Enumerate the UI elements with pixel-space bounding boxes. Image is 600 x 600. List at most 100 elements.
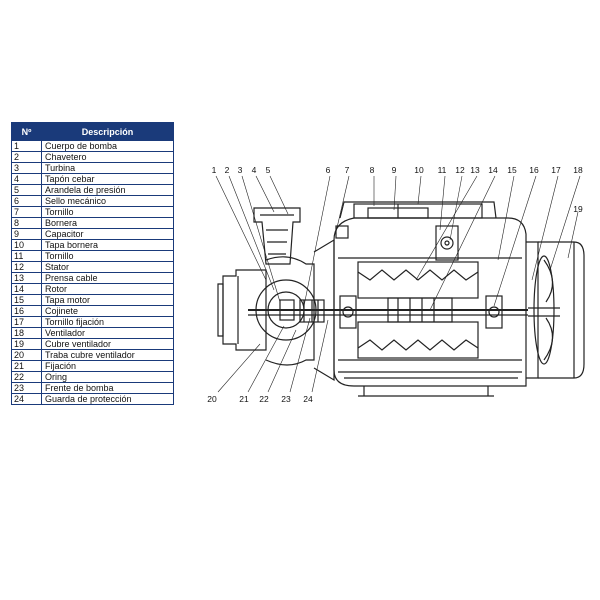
part-number: 20 bbox=[11, 349, 42, 361]
part-number: 19 bbox=[11, 338, 42, 350]
part-number: 18 bbox=[11, 327, 42, 339]
part-description: Fijación bbox=[41, 360, 174, 372]
callout-number: 11 bbox=[438, 165, 447, 175]
bearings-drawing bbox=[339, 295, 503, 329]
part-number: 22 bbox=[11, 371, 42, 383]
fan-drawing bbox=[528, 241, 585, 379]
base-drawing bbox=[358, 386, 494, 397]
callout-number: 10 bbox=[414, 165, 424, 175]
side-callout: 19 bbox=[573, 204, 583, 214]
table-header-row: Nº Descripción bbox=[11, 122, 174, 141]
part-description: Oring bbox=[41, 371, 174, 383]
callout-number: 15 bbox=[507, 165, 517, 175]
part-number: 5 bbox=[11, 184, 42, 196]
pump-drawing bbox=[215, 175, 585, 397]
part-number: 4 bbox=[11, 173, 42, 185]
part-description: Cojinete bbox=[41, 305, 174, 317]
part-number: 10 bbox=[11, 239, 42, 251]
callout-number: 8 bbox=[370, 165, 375, 175]
part-description: Rotor bbox=[41, 283, 174, 295]
part-description: Frente de bomba bbox=[41, 382, 174, 394]
part-description: Sello mecánico bbox=[41, 195, 174, 207]
part-description: Cuerpo de bomba bbox=[41, 140, 174, 152]
callout-number: 24 bbox=[303, 394, 313, 404]
part-description: Turbina bbox=[41, 162, 174, 174]
part-number: 3 bbox=[11, 162, 42, 174]
part-number: 8 bbox=[11, 217, 42, 229]
part-description: Prensa cable bbox=[41, 272, 174, 284]
callout-number: 6 bbox=[326, 165, 331, 175]
header-description: Descripción bbox=[41, 122, 174, 141]
callout-number: 5 bbox=[266, 165, 271, 175]
part-number: 24 bbox=[11, 393, 42, 405]
part-description: Stator bbox=[41, 261, 174, 273]
part-number: 6 bbox=[11, 195, 42, 207]
part-number: 23 bbox=[11, 382, 42, 394]
callout-number: 17 bbox=[551, 165, 561, 175]
part-number: 1 bbox=[11, 140, 42, 152]
callout-number: 21 bbox=[239, 394, 249, 404]
part-number: 15 bbox=[11, 294, 42, 306]
part-description: Cubre ventilador bbox=[41, 338, 174, 350]
stator-rotor-drawing bbox=[357, 261, 479, 359]
part-description: Tornillo bbox=[41, 250, 174, 262]
callout-number: 20 bbox=[207, 394, 217, 404]
part-description: Ventilador bbox=[41, 327, 174, 339]
callout-number: 14 bbox=[488, 165, 498, 175]
motor-housing-drawing bbox=[333, 217, 527, 387]
bottom-callouts: 20 21 22 23 24 bbox=[207, 394, 313, 404]
callout-number: 18 bbox=[573, 165, 583, 175]
callout-number: 4 bbox=[252, 165, 257, 175]
part-number: 14 bbox=[11, 283, 42, 295]
part-description: Tornillo bbox=[41, 206, 174, 218]
part-number: 12 bbox=[11, 261, 42, 273]
callout-number: 16 bbox=[529, 165, 539, 175]
callout-number: 22 bbox=[259, 394, 269, 404]
part-description: Tapa motor bbox=[41, 294, 174, 306]
part-description: Tapón cebar bbox=[41, 173, 174, 185]
motor-end-cap-drawing bbox=[526, 241, 539, 379]
callout-number: 12 bbox=[455, 165, 465, 175]
part-number: 21 bbox=[11, 360, 42, 372]
part-description: Traba cubre ventilador bbox=[41, 349, 174, 361]
callout-number: 3 bbox=[238, 165, 243, 175]
header-number: Nº bbox=[11, 122, 42, 141]
callout-number: 2 bbox=[225, 165, 230, 175]
outlet-port-drawing bbox=[253, 207, 301, 265]
part-number: 2 bbox=[11, 151, 42, 163]
part-description: Bornera bbox=[41, 217, 174, 229]
part-number: 13 bbox=[11, 272, 42, 284]
callout-number: 13 bbox=[470, 165, 480, 175]
part-description: Tapa bornera bbox=[41, 239, 174, 251]
leader-lines-bottom bbox=[217, 317, 329, 393]
leader-lines-top bbox=[215, 175, 581, 311]
callout-number: 1 bbox=[212, 165, 217, 175]
callout-number: 23 bbox=[281, 394, 291, 404]
part-number: 16 bbox=[11, 305, 42, 317]
callout-number: 9 bbox=[392, 165, 397, 175]
